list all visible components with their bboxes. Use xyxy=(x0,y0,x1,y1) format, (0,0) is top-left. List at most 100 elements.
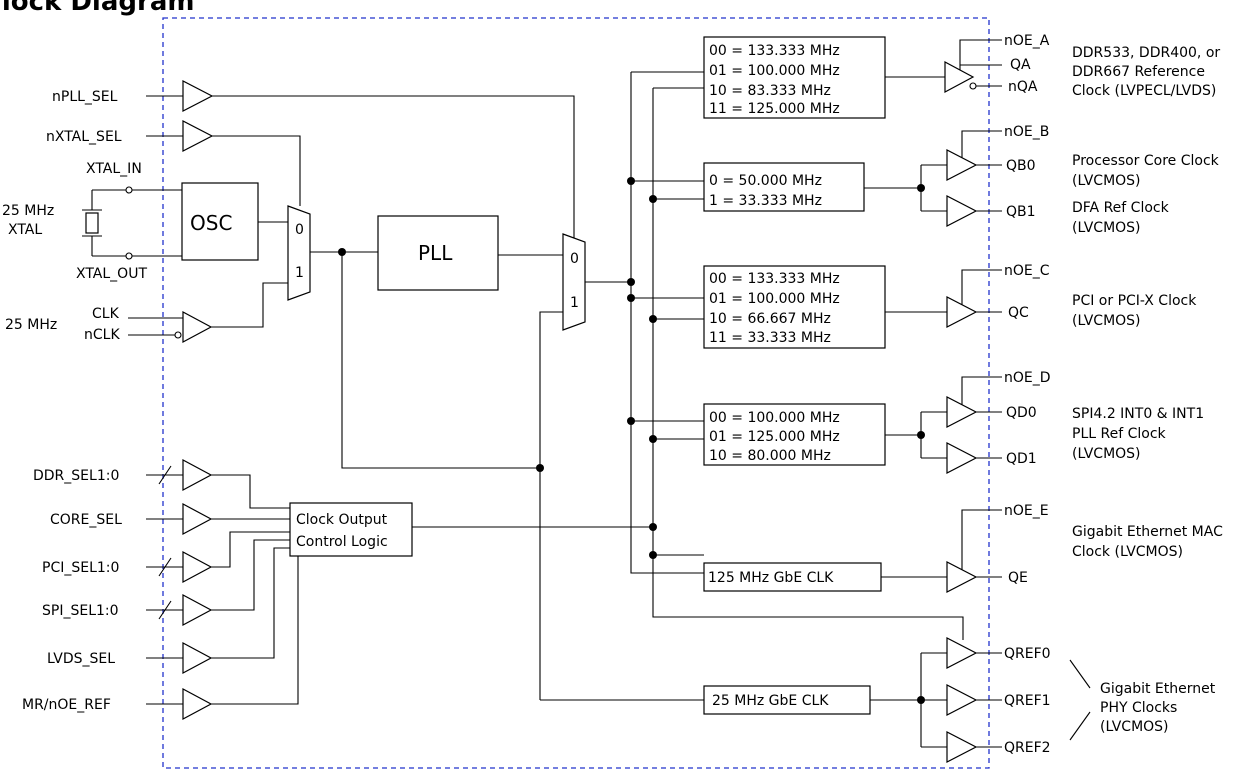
noe-b-label: nOE_B xyxy=(1004,124,1049,140)
ddr-divider-box xyxy=(703,36,886,119)
desc-b1-line-1: DFA Ref Clock xyxy=(1072,200,1170,216)
qb0-label: QB0 xyxy=(1006,158,1036,174)
nclk-label: nCLK xyxy=(84,327,120,343)
input-mux xyxy=(287,205,311,301)
mr-noe-ref-buffer xyxy=(182,687,213,721)
qb1-output-buffer xyxy=(946,195,978,227)
qb1-label: QB1 xyxy=(1006,204,1036,220)
pci-divider-2: 10 = 66.667 MHz xyxy=(709,311,831,327)
gbe-phy-divider-label: 25 MHz GbE CLK xyxy=(712,693,829,709)
desc-b0-line-2: (LVCMOS) xyxy=(1072,173,1141,189)
xtal-name-label: XTAL xyxy=(8,222,42,238)
control-logic-line-2: Control Logic xyxy=(296,534,388,550)
clk-buffer xyxy=(182,310,213,344)
desc-a-line-3: Clock (LVPECL/LVDS) xyxy=(1072,83,1216,99)
spi-divider-1: 01 = 125.000 MHz xyxy=(709,429,840,445)
qref0-output-buffer xyxy=(946,637,978,669)
chip-boundary xyxy=(162,17,990,769)
desc-d-line-2: PLL Ref Clock xyxy=(1072,426,1167,442)
ddr-divider-1: 01 = 100.000 MHz xyxy=(709,63,840,79)
desc-e-line-2: Clock (LVCMOS) xyxy=(1072,544,1183,560)
desc-a-line-2: DDR667 Reference xyxy=(1072,64,1205,80)
nxtal-sel-label: nXTAL_SEL xyxy=(46,129,122,145)
osc-block xyxy=(181,182,259,261)
desc-d-line-1: SPI4.2 INT0 & INT1 xyxy=(1072,406,1204,422)
pci-sel-label: PCI_SEL1:0 xyxy=(42,560,119,576)
lvds-sel-buffer xyxy=(182,641,213,675)
desc-b1-line-2: (LVCMOS) xyxy=(1072,220,1141,236)
spi-divider-0: 00 = 100.000 MHz xyxy=(709,410,840,426)
ddr-sel-buffer xyxy=(182,458,213,492)
xtal-freq-label: 25 MHz xyxy=(2,203,54,219)
qref1-label: QREF1 xyxy=(1004,693,1051,709)
gbe-phy-divider-box xyxy=(703,685,871,715)
noe-c-label: nOE_C xyxy=(1004,263,1050,279)
control-logic-block xyxy=(289,502,413,557)
qref2-output-buffer xyxy=(946,731,978,763)
desc-c-line-1: PCI or PCI-X Clock xyxy=(1072,293,1197,309)
pll-mux-1-label: 1 xyxy=(570,295,579,311)
qa-label: QA xyxy=(1010,57,1031,73)
desc-e-line-1: Gigabit Ethernet MAC xyxy=(1072,524,1223,540)
ddr-sel-label: DDR_SEL1:0 xyxy=(33,468,119,484)
desc-a-line-1: DDR533, DDR400, or xyxy=(1072,45,1220,61)
desc-b0-line-1: Processor Core Clock xyxy=(1072,153,1220,169)
pll-block xyxy=(377,215,499,291)
qref0-label: QREF0 xyxy=(1004,646,1051,662)
desc-c-line-2: (LVCMOS) xyxy=(1072,313,1141,329)
pll-label: PLL xyxy=(418,241,453,265)
input-mux-0-label: 0 xyxy=(295,222,304,238)
desc-d-line-3: (LVCMOS) xyxy=(1072,446,1141,462)
pci-divider-3: 11 = 33.333 MHz xyxy=(709,330,831,346)
qref1-output-buffer xyxy=(946,684,978,716)
spi-sel-buffer xyxy=(182,593,213,627)
osc-label: OSC xyxy=(190,211,232,235)
core-divider-1: 1 = 33.333 MHz xyxy=(709,193,822,209)
mr-noe-ref-label: MR/nOE_REF xyxy=(22,697,111,713)
pci-divider-1: 01 = 100.000 MHz xyxy=(709,291,840,307)
desc-ref-line-3: (LVCMOS) xyxy=(1100,719,1169,735)
qd0-label: QD0 xyxy=(1006,405,1037,421)
pll-bypass-mux xyxy=(562,233,586,331)
clk-freq-label: 25 MHz xyxy=(5,317,57,333)
noe-e-label: nOE_E xyxy=(1004,503,1049,519)
spi-divider-box xyxy=(703,403,886,466)
core-divider-box xyxy=(703,162,865,212)
desc-ref-line-1: Gigabit Ethernet xyxy=(1100,681,1216,697)
npll-sel-label: nPLL_SEL xyxy=(52,89,118,105)
gbe-mac-divider-box xyxy=(703,562,882,592)
qd1-output-buffer xyxy=(946,442,978,474)
spi-divider-2: 10 = 80.000 MHz xyxy=(709,448,831,464)
noe-d-label: nOE_D xyxy=(1004,370,1051,386)
crystal-symbol xyxy=(85,212,99,234)
control-logic-line-1: Clock Output xyxy=(296,512,388,528)
core-divider-0: 0 = 50.000 MHz xyxy=(709,173,822,189)
qref2-label: QREF2 xyxy=(1004,740,1051,756)
diagram-title: Block Diagram xyxy=(0,0,194,17)
clk-label: CLK xyxy=(92,306,120,322)
core-sel-label: CORE_SEL xyxy=(50,512,122,528)
noe-a-label: nOE_A xyxy=(1004,33,1050,49)
xtal-in-label: XTAL_IN xyxy=(86,161,142,177)
pll-mux-0-label: 0 xyxy=(570,251,579,267)
gbe-mac-divider-label: 125 MHz GbE CLK xyxy=(708,570,834,586)
ddr-divider-0: 00 = 133.333 MHz xyxy=(709,43,840,59)
nxtal-sel-buffer xyxy=(182,120,214,152)
qc-label: QC xyxy=(1008,305,1029,321)
ddr-divider-3: 11 = 125.000 MHz xyxy=(709,101,840,117)
qd1-label: QD1 xyxy=(1006,451,1037,467)
spi-sel-label: SPI_SEL1:0 xyxy=(42,603,119,619)
input-mux-1-label: 1 xyxy=(295,265,304,281)
lvds-sel-label: LVDS_SEL xyxy=(47,651,115,667)
xtal-out-label: XTAL_OUT xyxy=(76,266,147,282)
desc-ref-line-2: PHY Clocks xyxy=(1100,700,1177,716)
core-sel-buffer xyxy=(182,502,213,536)
pci-sel-buffer xyxy=(182,550,213,584)
pci-divider-box xyxy=(703,265,886,349)
qa-output-buffer xyxy=(944,60,975,94)
npll-sel-buffer xyxy=(182,80,214,112)
ddr-divider-2: 10 = 83.333 MHz xyxy=(709,83,831,99)
qe-label: QE xyxy=(1008,570,1028,586)
pci-divider-0: 00 = 133.333 MHz xyxy=(709,271,840,287)
